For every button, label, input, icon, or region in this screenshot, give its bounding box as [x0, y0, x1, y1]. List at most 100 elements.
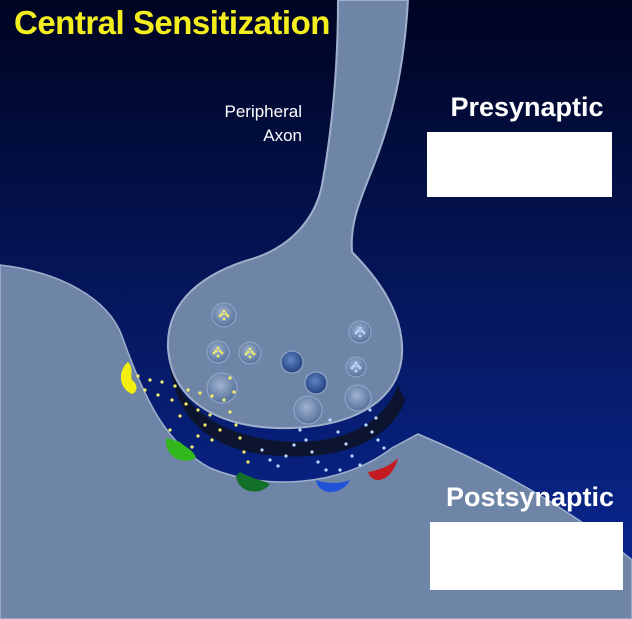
receptors — [120, 362, 398, 492]
glutamate-dot — [210, 438, 214, 442]
dark-green-receptor — [236, 472, 270, 492]
glutamate-dot — [168, 428, 172, 432]
vesicle-content-dot — [224, 312, 228, 316]
peptide-dot — [382, 446, 386, 450]
glutamate-dot — [148, 378, 152, 382]
glutamate-dot — [246, 460, 250, 464]
vesicle — [280, 350, 304, 374]
peptide-dot — [370, 430, 374, 434]
vesicle-content-dot — [354, 361, 358, 365]
glutamate-dot — [178, 414, 182, 418]
glutamate-dot — [222, 398, 226, 402]
vesicle-content-dot — [246, 350, 250, 354]
vesicle — [211, 302, 237, 328]
vesicle-content-dot — [362, 331, 366, 335]
vesicle-content-dot — [358, 326, 362, 330]
vesicle-content-dot — [248, 355, 252, 359]
vesicle — [238, 341, 262, 365]
vesicle-content-dot — [216, 346, 220, 350]
vesicle-content-dot — [252, 352, 256, 356]
glutamate-dot — [136, 374, 140, 378]
vesicle-content-dot — [220, 351, 224, 355]
neurotransmitter-particles — [136, 374, 386, 472]
vesicle-content-dot — [218, 349, 222, 353]
glutamate-dot — [190, 445, 194, 449]
vesicle-content-dot — [226, 314, 230, 318]
glutamate-dot — [184, 402, 188, 406]
peptide-dot — [338, 468, 342, 472]
peptide-dot — [260, 448, 264, 452]
vesicle — [293, 395, 323, 425]
vesicle-content-dot — [356, 329, 360, 333]
peptide-dot — [276, 464, 280, 468]
peptide-dot — [316, 460, 320, 464]
peptide-dot — [364, 423, 368, 427]
vesicle — [304, 371, 328, 395]
postsynaptic-trace-panel — [430, 522, 623, 590]
vesicle-content-dot — [212, 351, 216, 355]
vesicle-content-dot — [354, 331, 358, 335]
peptide-dot — [324, 468, 328, 472]
vesicle-content-dot — [216, 354, 220, 358]
glutamate-dot — [208, 413, 212, 417]
vesicle-content-dot — [358, 366, 362, 370]
yellow-receptor — [120, 362, 137, 394]
peptide-dot — [344, 442, 348, 446]
glutamate-dot — [160, 380, 164, 384]
glutamate-dot — [234, 423, 238, 427]
peptide-dot — [328, 418, 332, 422]
axon-label-line2: Axon — [263, 126, 302, 145]
vesicle-content-dot — [244, 352, 248, 356]
vesicle-content-dot — [220, 312, 224, 316]
synaptic-cleft-shadow — [168, 345, 405, 457]
glutamate-dot — [186, 388, 190, 392]
peptide-dot — [350, 454, 354, 458]
vesicle — [345, 356, 367, 378]
vesicle-content-dot — [356, 364, 360, 368]
presynaptic-trace-panel — [427, 132, 612, 197]
presynaptic-label: Presynaptic — [450, 92, 604, 122]
vesicle-content-dot — [222, 317, 226, 321]
glutamate-dot — [198, 391, 202, 395]
peptide-dot — [358, 463, 362, 467]
peptide-dot — [310, 450, 314, 454]
peripheral-axon-label: Peripheral Axon — [190, 100, 303, 148]
vesicle — [206, 372, 238, 404]
peptide-dot — [376, 438, 380, 442]
vesicle-content-dot — [358, 334, 362, 338]
axon-label-line1: Peripheral — [224, 102, 303, 121]
glutamate-dot — [228, 410, 232, 414]
blue-receptor — [316, 480, 350, 492]
glutamate-dot — [203, 423, 207, 427]
postsynaptic-label: Postsynaptic — [445, 482, 615, 512]
synaptic-vesicles — [206, 302, 372, 425]
vesicle-content-dot — [248, 347, 252, 351]
peptide-dot — [284, 454, 288, 458]
glutamate-dot — [210, 394, 214, 398]
vesicle-content-dot — [250, 350, 254, 354]
glutamate-dot — [156, 393, 160, 397]
red-receptor — [368, 458, 398, 481]
vesicle — [348, 320, 372, 344]
vesicle-content-dot — [214, 349, 218, 353]
vesicle — [344, 384, 372, 412]
glutamate-dot — [238, 436, 242, 440]
vesicle-content-dot — [360, 329, 364, 333]
peptide-dot — [336, 430, 340, 434]
vesicle-content-dot — [222, 309, 226, 313]
peptide-dot — [304, 438, 308, 442]
peptide-dot — [292, 443, 296, 447]
peptide-dot — [268, 458, 272, 462]
vesicle-content-dot — [218, 314, 222, 318]
green-receptor — [165, 438, 196, 461]
peptide-dot — [374, 416, 378, 420]
glutamate-dot — [242, 450, 246, 454]
vesicle-content-dot — [354, 369, 358, 373]
glutamate-dot — [218, 428, 222, 432]
glutamate-dot — [173, 384, 177, 388]
vesicle-content-dot — [352, 364, 356, 368]
glutamate-dot — [170, 398, 174, 402]
peptide-dot — [368, 408, 372, 412]
